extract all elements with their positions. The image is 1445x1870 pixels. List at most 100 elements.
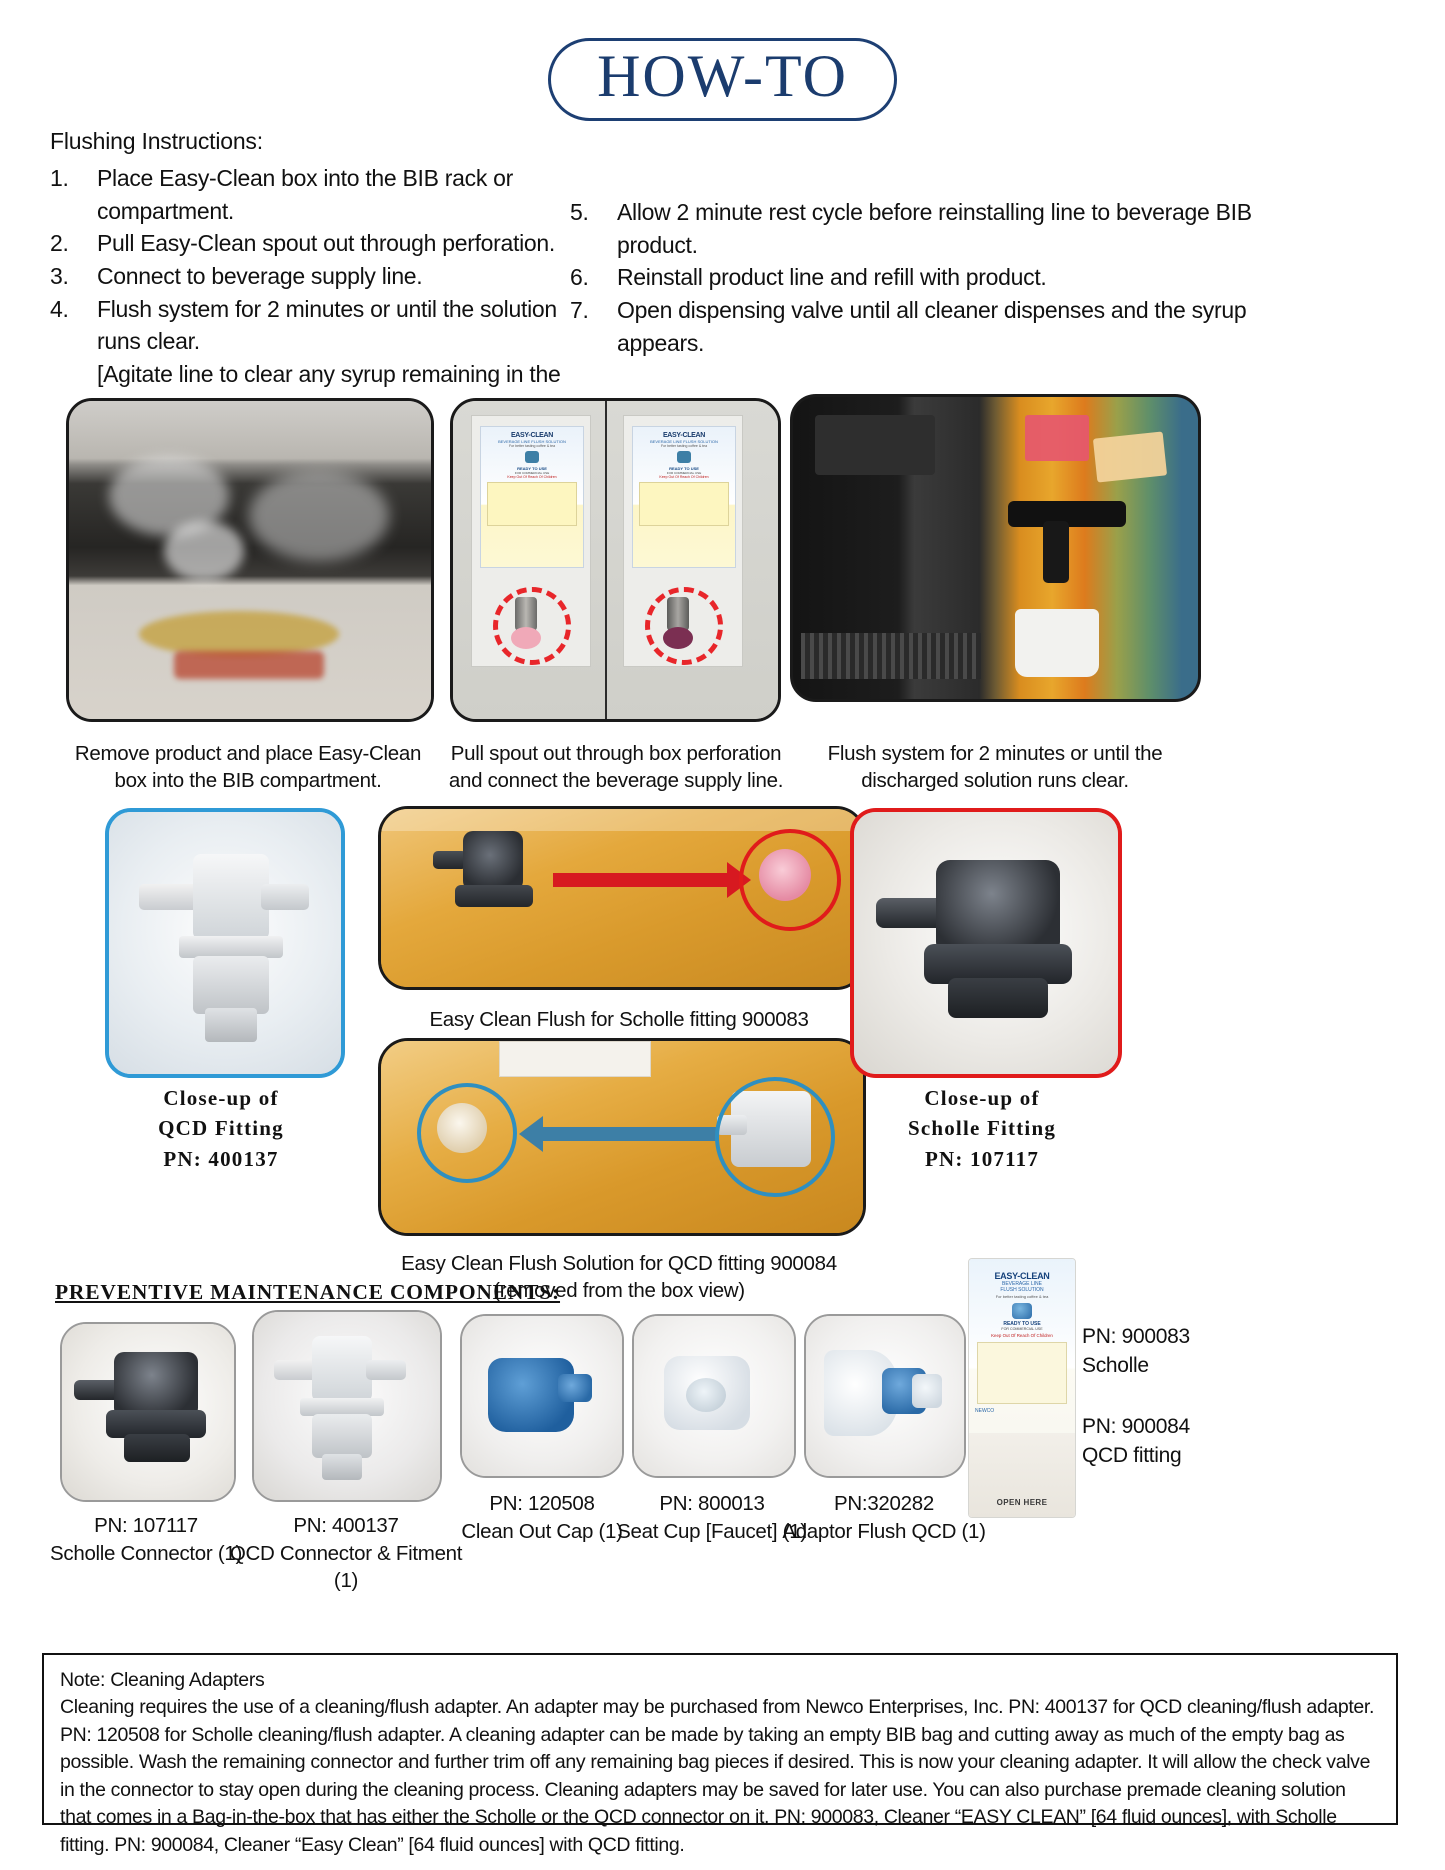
caption-line: Pull spout out through box perforation — [450, 742, 782, 765]
photo-scholle-fitting-closeup — [850, 808, 1122, 1078]
side-label-scholle: PN: 900083 Scholle — [1082, 1322, 1282, 1381]
highlight-ring-blue-2 — [715, 1077, 835, 1197]
collar — [312, 1414, 372, 1458]
caption-line: Flush system for 2 minutes or until the — [827, 742, 1163, 765]
caption-line: Remove product and place Easy-Clean — [74, 742, 422, 765]
pm-label-scholle-connector: PN: 107117 Scholle Connector (1) — [30, 1512, 262, 1567]
box-brand: EASY-CLEAN — [994, 1271, 1050, 1281]
preventive-maintenance-heading: PREVENTIVE MAINTENANCE COMPONENTS: — [55, 1280, 561, 1304]
box-commercial: FOR COMMERCIAL USE — [1001, 1327, 1043, 1331]
pm-label-seat-cup: PN: 800013 Seat Cup [Faucet] (1) — [606, 1490, 818, 1545]
easy-clean-box-right: EASY-CLEAN BEVERAGE LINE FLUSH SOLUTION … — [623, 415, 743, 667]
box-ready: READY TO USE — [1003, 1321, 1041, 1327]
instruction-number: 6. — [570, 264, 589, 291]
dispenser-top — [815, 415, 935, 475]
pm-label-clean-out-cap: PN: 120508 Clean Out Cap (1) — [452, 1490, 632, 1545]
adaptor-collar — [912, 1374, 942, 1408]
cup — [1015, 609, 1099, 677]
photo-scholle-flush-bag — [378, 806, 866, 990]
pm-part-number: PN: 400137 — [293, 1514, 399, 1537]
image-divider — [605, 401, 607, 719]
instruction-item-7: 7. Open dispensing valve until all clean… — [570, 294, 1270, 359]
cap — [114, 1352, 198, 1418]
instruction-item-4: 4. Flush system for 2 minutes or until t… — [50, 293, 570, 358]
arrow-blue — [519, 1116, 717, 1152]
flushing-instructions: Flushing Instructions: 1. Place Easy-Cle… — [50, 128, 1395, 423]
instruction-text: Place Easy-Clean box into the BIB rack o… — [97, 165, 513, 224]
pm-photo-clean-out-cap — [460, 1314, 624, 1478]
pm-part-number: PN: 120508 — [489, 1492, 595, 1515]
photo-label-blur — [174, 651, 324, 679]
note-body: Cleaning requires the use of a cleaning/… — [60, 1696, 1375, 1856]
photo-content — [381, 809, 863, 987]
photo-label-blur — [139, 611, 339, 657]
box-subtitle-1: BEVERAGE LINE — [1001, 1281, 1042, 1287]
instruction-text: Allow 2 minute rest cycle before reinsta… — [617, 199, 1252, 258]
scholle-barb — [876, 898, 946, 928]
barb — [274, 1360, 318, 1380]
box-logo-icon — [1012, 1303, 1032, 1319]
caption-line: discharged solution runs clear. — [861, 769, 1129, 793]
instruction-item-6: 6. Reinstall product line and refill wit… — [570, 261, 1270, 294]
instruction-text: Flush system for 2 minutes or until the … — [97, 295, 557, 355]
caption-qcd-flush: Easy Clean Flush Solution for QCD fittin… — [378, 1250, 860, 1304]
caption-line: and connect the beverage supply line. — [448, 769, 784, 793]
dispense-nozzle — [1043, 521, 1069, 583]
label-qcd-fitting: Close-up of QCD Fitting PN: 400137 — [105, 1083, 337, 1174]
pm-part-number: PN:320282 — [834, 1492, 934, 1515]
page-title: HOW-TO — [548, 38, 897, 121]
instruction-number: 2. — [50, 230, 69, 257]
scholle-base — [948, 978, 1048, 1018]
pm-part-number: PN: 107117 — [94, 1514, 198, 1537]
photo-highlight — [164, 521, 244, 581]
flavor-tag-peach — [1092, 431, 1168, 483]
caption-scholle-flush: Easy Clean Flush for Scholle fitting 900… — [378, 1006, 860, 1033]
side-part-number: PN: 900083 — [1082, 1325, 1190, 1348]
label-line: PN: 400137 — [163, 1146, 279, 1171]
highlight-ring-red — [739, 829, 841, 931]
photo-bib-box-in-compartment — [66, 398, 434, 722]
caption-photo-1: Remove product and place Easy-Clean box … — [66, 740, 430, 794]
qcd-body — [193, 854, 269, 940]
instruction-item-3: 3. Connect to beverage supply line. — [50, 260, 570, 293]
caption-line: box into the BIB compartment. — [114, 769, 382, 793]
box-label: EASY-CLEAN BEVERAGE LINE FLUSH SOLUTION … — [480, 426, 584, 568]
photo-content — [462, 1316, 622, 1476]
scholle-flange — [924, 944, 1072, 984]
stem — [322, 1454, 362, 1480]
scholle-flange — [455, 885, 533, 907]
pm-label-qcd-connector: PN: 400137 QCD Connector & Fitment (1) — [228, 1512, 464, 1595]
photo-qcd-flush-bag — [378, 1038, 866, 1236]
photo-content: EASY-CLEAN BEVERAGE LINE FLUSH SOLUTION … — [969, 1259, 1075, 1517]
body — [312, 1336, 372, 1402]
pm-photo-easy-clean-box: EASY-CLEAN BEVERAGE LINE FLUSH SOLUTION … — [968, 1258, 1076, 1518]
photo-content: EASY-CLEAN BEVERAGE LINE FLUSH SOLUTION … — [453, 401, 778, 719]
qcd-barb — [139, 884, 199, 910]
photo-content — [634, 1316, 794, 1476]
photo-content — [793, 397, 1198, 699]
side-label-qcd: PN: 900084 QCD fitting — [1082, 1412, 1282, 1471]
box-bottom-panel — [969, 1433, 1075, 1517]
pm-part-desc: Adaptor Flush QCD (1) — [782, 1519, 986, 1543]
instruction-number: 1. — [50, 165, 69, 191]
photo-content — [69, 401, 431, 719]
instruction-number: 4. — [50, 295, 69, 322]
outlet — [366, 1360, 406, 1380]
photo-content — [62, 1324, 234, 1500]
base — [124, 1434, 190, 1462]
pm-photo-seat-cup — [632, 1314, 796, 1478]
label-line: Close-up of — [924, 1086, 1040, 1110]
photo-qcd-fitting-closeup — [105, 808, 345, 1078]
label-line: Close-up of — [163, 1086, 279, 1110]
side-part-desc: Scholle — [1082, 1354, 1149, 1378]
pm-photo-scholle-connector — [60, 1322, 236, 1502]
photo-content — [109, 812, 341, 1074]
instruction-text: Reinstall product line and refill with p… — [617, 264, 1047, 291]
photo-dispenser-flush — [790, 394, 1201, 702]
highlight-ring-blue — [417, 1083, 517, 1183]
box-maker: NEWCO — [975, 1408, 995, 1414]
instruction-text: Open dispensing valve until all cleaner … — [617, 296, 1247, 356]
seat-cup-bore — [686, 1378, 726, 1412]
caption-line: Easy Clean Flush Solution for QCD fittin… — [401, 1252, 837, 1275]
qcd-collar — [193, 956, 269, 1014]
